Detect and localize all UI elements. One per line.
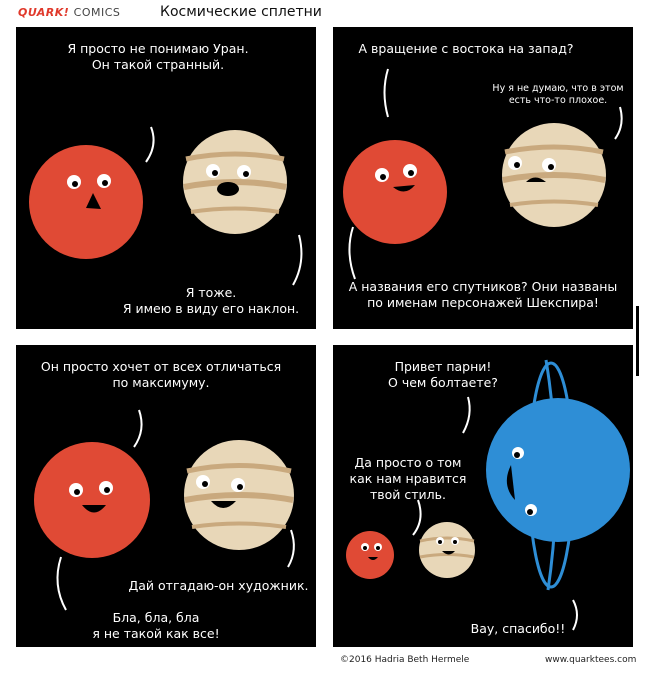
comic-panel-4: Привет парни!О чем болтаете? Да просто о… — [333, 345, 633, 647]
panel-4-art — [346, 359, 630, 631]
comic-panel-2: А вращение с востока на запад? Ну я не д… — [333, 27, 633, 329]
mars-planet — [346, 531, 394, 579]
panel-1-speech-bottom: Я тоже.Я имею в виду его наклон. — [122, 285, 300, 316]
saturn-planet — [419, 522, 475, 578]
quark-logo: QUARK! COMICS — [18, 6, 120, 19]
panel-4-speech-top: Привет парни!О чем болтаете? — [388, 359, 498, 390]
panel-1-art — [29, 126, 303, 286]
copyright-text: ©2016 Hadria Beth Hermele — [340, 655, 470, 665]
uranus-planet — [486, 398, 630, 542]
logo-text: QUARK! — [18, 6, 70, 19]
panel-2-art — [343, 68, 623, 280]
mars-planet — [343, 140, 447, 244]
comic-panel-1: Я просто не понимаю Уран.Он такой странн… — [16, 27, 316, 329]
logo-subtext: COMICS — [73, 6, 121, 19]
page-title: Космические сплетни — [160, 4, 322, 20]
site-link-text: www.quarktees.com — [545, 655, 637, 665]
panel-2-speech-top: А вращение с востока на запад? — [358, 41, 574, 56]
panel-4-speech-bottom: Вау, спасибо!! — [470, 621, 566, 636]
mars-planet — [29, 145, 143, 259]
panel-3-art — [34, 409, 295, 611]
panel-3-speech-middle: Дай отгадаю-он художник. — [128, 578, 309, 593]
edge-decoration — [636, 306, 639, 376]
mars-planet — [34, 442, 150, 558]
panel-1-speech-top: Я просто не понимаю Уран.Он такой странн… — [67, 41, 249, 72]
